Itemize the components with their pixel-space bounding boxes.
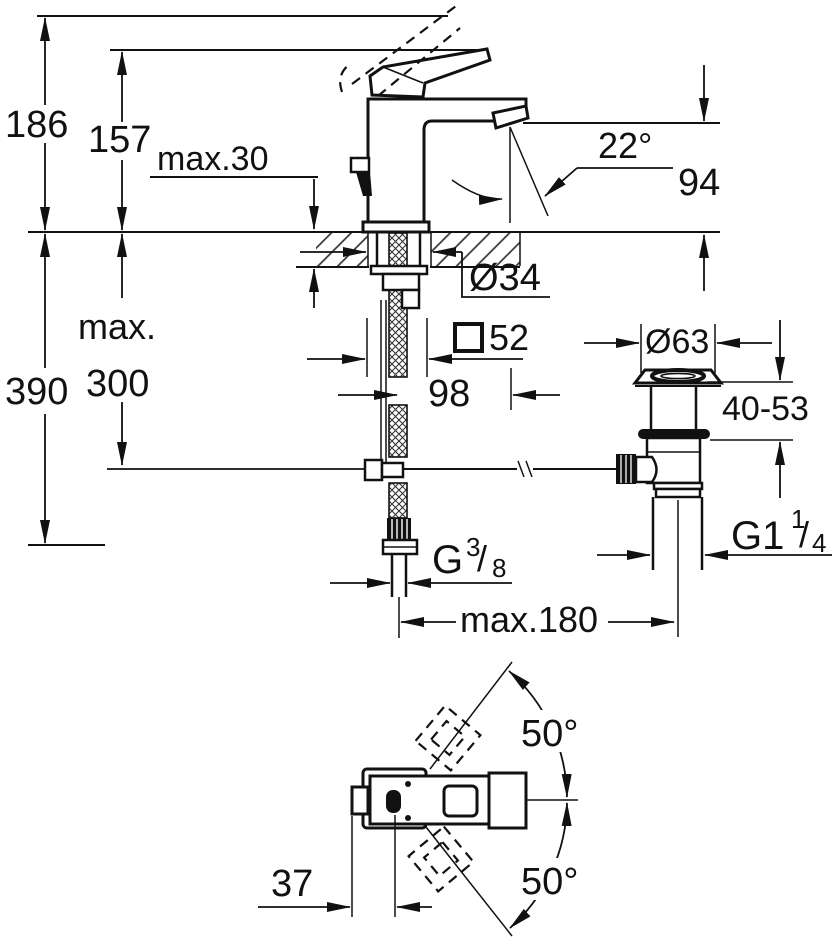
- faucet-side-view: [339, 5, 549, 234]
- dim-label-total-depth: 390: [5, 371, 68, 413]
- rod-break-mark: [517, 460, 525, 478]
- dim-label-hole-diameter: Ø34: [469, 257, 541, 299]
- angle-leader-arrow: [544, 167, 578, 197]
- plan-screw-dot: [405, 781, 411, 787]
- dim-label-swing-lower: 50°: [521, 861, 578, 903]
- label-backing: [516, 710, 590, 752]
- reference-lines: [28, 15, 720, 546]
- dim-label-spout-height: 157: [88, 119, 151, 161]
- square-symbol: [453, 322, 484, 353]
- handle-raised-dashed-bottom: [377, 27, 461, 97]
- plan-view: 50° 50° 37: [258, 661, 590, 937]
- dim-label-body-square: 52: [489, 317, 529, 358]
- dim-label-outlet-height: 94: [678, 162, 720, 204]
- tailpipe-collar-lower: [654, 487, 702, 499]
- label-backing: [516, 858, 590, 900]
- waste-plug-inner-rim: [660, 372, 696, 380]
- countertop-hatch-left: [316, 233, 368, 266]
- spout-aerator: [491, 104, 530, 130]
- stream-curve-arrow: [451, 179, 503, 206]
- dim-d34-leader: [461, 252, 550, 298]
- spout-underside: [422, 119, 496, 222]
- popup-waste-assembly: [616, 324, 725, 637]
- faucet-handle-lever: [368, 47, 492, 99]
- plan-spout-outlet: [350, 785, 370, 816]
- rod-tee-fitting: [363, 458, 384, 482]
- dim-label-supply-thread: G 3 / 8: [432, 532, 506, 583]
- rod-joint-block: [634, 455, 658, 484]
- dim-label-hose-depth-value: 300: [86, 363, 149, 405]
- waste-rubber-seal: [638, 429, 710, 439]
- dim-label-spout-offset: 37: [271, 863, 313, 905]
- dim-label-spout-reach: 98: [428, 373, 470, 415]
- rod-tee-collar: [380, 461, 405, 479]
- dim-label-hose-depth-prefix: max.: [78, 306, 156, 347]
- swing-boundary-line-lower: [425, 826, 513, 937]
- plan-handle-button: [442, 784, 479, 818]
- plan-handle-swung-down-dashed: [407, 825, 475, 893]
- dim-label-rod-span: max.180: [460, 599, 598, 640]
- plan-screw-dot: [405, 815, 411, 821]
- plan-handle-swung-up-dashed: [414, 704, 482, 772]
- handle-raised-dashed-top: [351, 5, 457, 85]
- handle-raised-dashed-arc: [339, 63, 351, 93]
- handle-crease: [382, 66, 424, 84]
- dim-label-clamp-range: 40-53: [722, 390, 809, 428]
- dashed-handle-outline-upper: [414, 704, 482, 772]
- stream-angle-line: [509, 126, 549, 217]
- dim-label-flange-diameter: Ø63: [645, 323, 709, 361]
- popup-rod-wedge: [356, 172, 372, 196]
- dim-label-overall-height: 186: [5, 104, 68, 146]
- faucet-base-plate: [361, 220, 431, 234]
- plan-handle-end-block: [487, 771, 528, 830]
- dashed-button-outline-upper: [429, 719, 467, 757]
- mounting-stud: [400, 288, 421, 310]
- popup-rod-knob: [349, 156, 371, 174]
- side-view: 186 157 max.30 22° 94 Ø34: [5, 5, 832, 640]
- mounting-nut: [381, 272, 421, 292]
- dim-label-swing-upper: 50°: [521, 713, 578, 755]
- dim-label-stream-angle: 22°: [598, 125, 652, 166]
- plan-cartridge-dot: [386, 790, 401, 813]
- rod-break-mark: [525, 460, 533, 478]
- supply-hose-braided-lower: [388, 482, 408, 519]
- side-view-dimensions: 186 157 max.30 22° 94 Ø34: [5, 17, 832, 640]
- dim-label-deck-thickness: max.30: [157, 140, 269, 178]
- under-counter-assembly: [363, 232, 616, 638]
- dim-label-waste-thread: G1 1 / 4: [731, 504, 826, 558]
- dashed-handle-outline-lower: [407, 825, 475, 893]
- supply-hose-braided-mid: [388, 404, 408, 458]
- waste-plug-disc: [650, 368, 706, 384]
- dashed-button-outline-lower: [422, 840, 460, 878]
- hose-crimp-sleeve: [387, 518, 411, 540]
- swing-boundary-line-upper: [429, 661, 513, 770]
